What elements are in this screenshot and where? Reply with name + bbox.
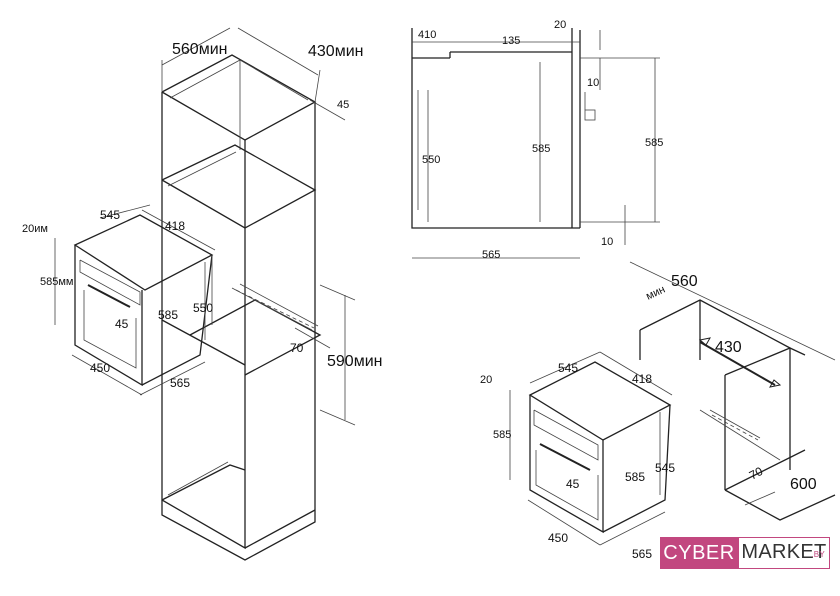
- side-total-depth: 565: [482, 249, 500, 261]
- left-top-depth-label: 418: [165, 219, 185, 233]
- cab-height-label: 600: [790, 476, 817, 493]
- tall-depth-label: 430мин: [308, 43, 363, 60]
- side-view: [411, 28, 660, 259]
- side-gap-bottom: 10: [601, 236, 613, 248]
- cab-bottom-depth: 565: [632, 547, 652, 561]
- tall-niche-height-label: 590мин: [327, 353, 382, 370]
- tall-vent-label: 70: [290, 341, 304, 355]
- side-right-height: 585: [645, 137, 663, 149]
- side-gap-top: 10: [587, 77, 599, 89]
- tall-cabinet: [161, 27, 356, 561]
- logo-right-text: MARKET .BY: [738, 537, 830, 569]
- cab-inner-height: 585: [625, 470, 645, 484]
- cab-vent-label: 70: [747, 464, 766, 483]
- logo-sub-text: .BY: [811, 550, 825, 559]
- left-bottom-depth-label: 565: [170, 376, 190, 390]
- cab-gap-label: 20: [480, 374, 492, 386]
- left-height-label: 585мм: [40, 276, 73, 288]
- right-cabinet: [509, 261, 836, 546]
- left-oven: [54, 204, 216, 396]
- side-top-b: 135: [502, 35, 520, 47]
- cab-left-height: 585: [493, 429, 511, 441]
- cab-bottom-width: 450: [548, 531, 568, 545]
- cab-handle: 45: [566, 477, 580, 491]
- tall-width-label: 560мин: [172, 41, 227, 58]
- dimension-arrows: [698, 337, 782, 388]
- side-top-a: 410: [418, 29, 436, 41]
- labels: 560мин 430мин 45 590мин 70 20им 585мм 54…: [22, 19, 817, 561]
- cab-top-depth: 418: [632, 372, 652, 386]
- left-side-height-label: 550: [193, 301, 213, 315]
- side-left-height: 550: [422, 154, 440, 166]
- left-handle-label: 45: [115, 317, 129, 331]
- logo-right-label: MARKET: [741, 541, 827, 563]
- cab-depth-label: 430: [715, 339, 742, 356]
- cab-width-prefix: мин: [644, 283, 667, 302]
- left-top-width-label: 545: [100, 208, 120, 222]
- tall-panel-label: 45: [337, 99, 349, 111]
- left-bottom-width-label: 450: [90, 361, 110, 375]
- left-gap-label: 20им: [22, 223, 48, 235]
- cab-top-width: 545: [558, 361, 578, 375]
- cab-width-label: 560: [671, 273, 698, 290]
- cybermarket-logo[interactable]: CYBER MARKET .BY: [660, 537, 830, 569]
- side-top-c: 20: [554, 19, 566, 31]
- left-inner-height-label: 585: [158, 308, 178, 322]
- side-center-height: 585: [532, 143, 550, 155]
- cab-side-height: 545: [655, 461, 675, 475]
- logo-left-text: CYBER: [660, 537, 738, 569]
